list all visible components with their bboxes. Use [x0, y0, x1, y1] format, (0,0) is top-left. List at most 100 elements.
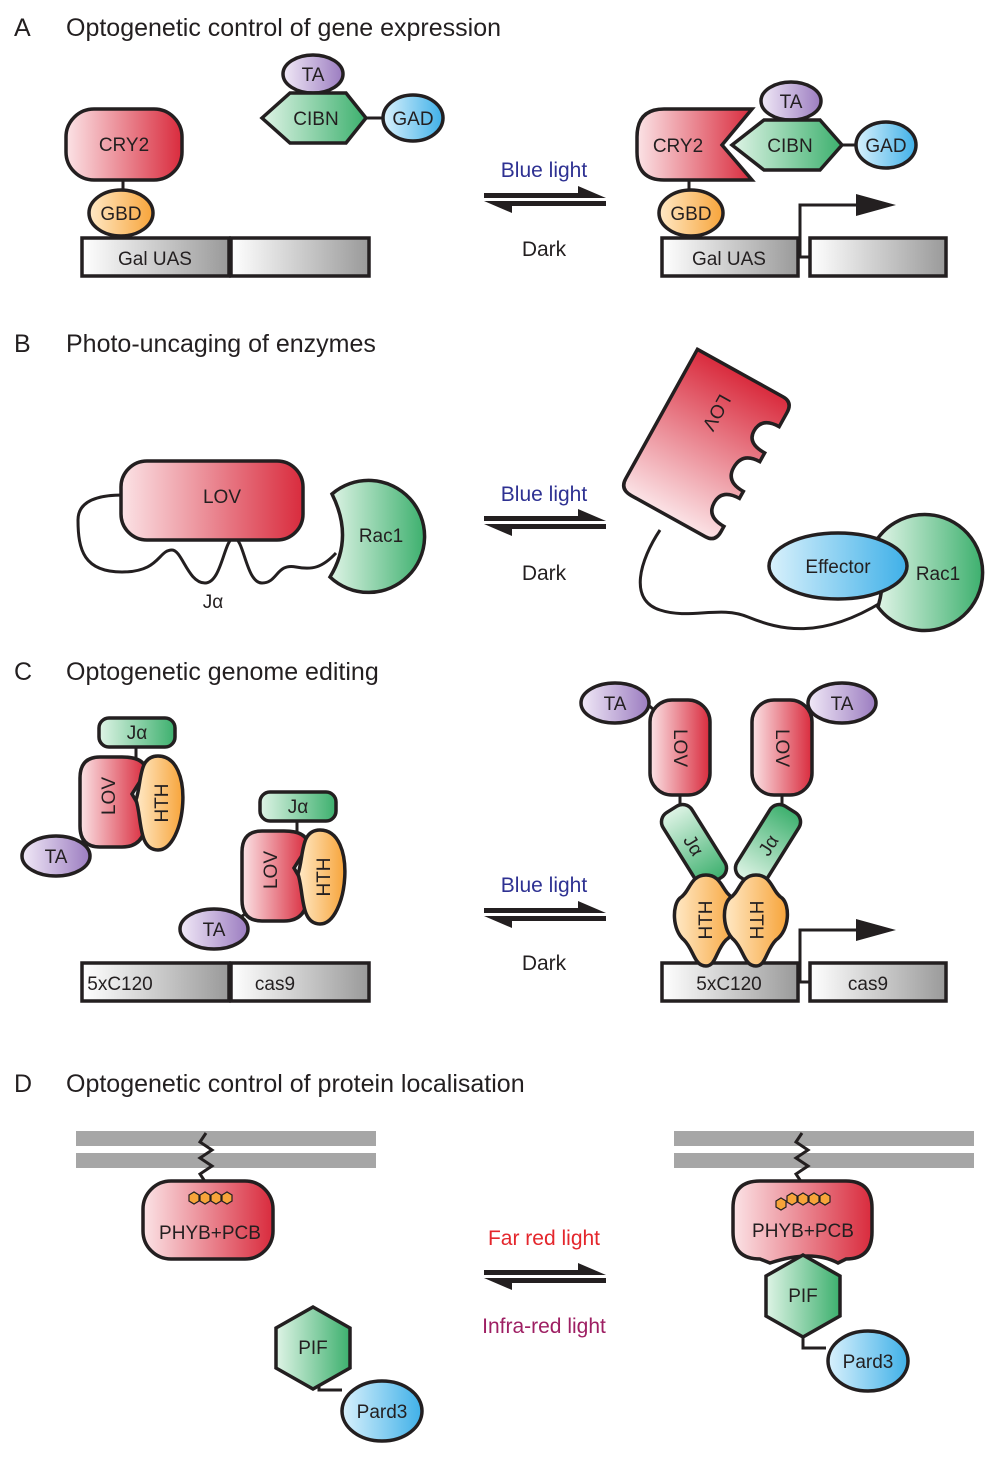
gene-box — [229, 961, 371, 1003]
panel-c-complex-1: Jα LOV HTH TA — [20, 716, 185, 878]
panel-d-title: Optogenetic control of protein localisat… — [66, 1070, 525, 1098]
rac1-label: Rac1 — [359, 526, 403, 547]
lov-label: LOV — [203, 487, 241, 508]
gad-label: GAD — [865, 136, 906, 157]
transcription-start-arrow — [798, 928, 860, 981]
pif-domain — [274, 1304, 352, 1392]
panel-b: B Photo-uncaging of enzymes LOV Rac1 Jα … — [14, 330, 985, 633]
cry2-domain — [64, 107, 184, 182]
ta-label: TA — [203, 920, 226, 941]
phyb-label: PHYB+PCB — [752, 1221, 854, 1242]
panel-a-letter: A — [14, 14, 31, 42]
reverse-arrow — [484, 524, 606, 536]
jalpha-linker — [638, 529, 883, 631]
ta-label: TA — [831, 694, 854, 715]
gene-box — [808, 236, 948, 278]
panel-c: C Optogenetic genome editing Jα LOV HTH … — [14, 658, 948, 1003]
panel-c-letter: C — [14, 658, 32, 686]
hth-domain — [722, 873, 790, 968]
panel-a-title: Optogenetic control of gene expression — [66, 14, 501, 42]
pard3-domain — [826, 1329, 910, 1393]
ta-label: TA — [302, 65, 325, 86]
cibn-label: CIBN — [293, 109, 338, 130]
panel-a-equilibrium: Blue light Dark — [484, 159, 606, 261]
rac1-domain — [327, 478, 427, 595]
hth-label: HTH — [696, 900, 717, 939]
panel-b-equilibrium: Blue light Dark — [484, 483, 606, 585]
reverse-arrow — [484, 1278, 606, 1290]
gbd-domain — [87, 188, 155, 238]
jalpha-linker — [76, 493, 338, 585]
lov-domain — [119, 459, 305, 542]
pard3-label: Pard3 — [843, 1352, 894, 1373]
cry2-label: CRY2 — [99, 135, 149, 156]
panel-a-forward-label: Blue light — [501, 159, 588, 182]
rac1-label: Rac1 — [916, 564, 960, 585]
gal-uas-label: Gal UAS — [692, 249, 766, 270]
cibn-label: CIBN — [767, 136, 812, 157]
panel-c-equilibrium: Blue light Dark — [484, 874, 606, 975]
panel-c-complex-2: Jα LOV HTH TA — [178, 790, 347, 951]
hth-domain — [296, 828, 347, 926]
membrane-inner-leaflet — [76, 1153, 376, 1168]
phyb-label: PHYB+PCB — [159, 1223, 261, 1244]
ta-label: TA — [780, 92, 803, 113]
jalpha-domain — [97, 716, 177, 749]
pcb-chromophore — [775, 1192, 831, 1211]
panel-c-light-state: TA TA LOV LOV Jα Jα 5xC120 cas9 HTH — [579, 681, 948, 1003]
forward-arrow — [484, 509, 606, 521]
transcription-arrowhead — [856, 194, 896, 216]
panel-d-reverse-label: Infra-red light — [482, 1315, 606, 1338]
panel-a-light-state: Gal UAS GBD CRY2 TA CIBN GAD — [635, 80, 948, 278]
panel-c-dark-dna: 5xC120 cas9 — [80, 961, 371, 1003]
phyb-domain — [141, 1179, 275, 1261]
transcription-start-arrow — [798, 203, 860, 256]
lov-label: LOV — [771, 729, 792, 767]
membrane-anchor — [197, 1132, 215, 1184]
hth-label: HTH — [152, 783, 173, 822]
gal-uas-label: Gal UAS — [118, 249, 192, 270]
pif-label: PIF — [788, 1286, 818, 1307]
forward-arrow — [484, 1263, 606, 1275]
promoter-label: 5xC120 — [696, 974, 762, 995]
panel-d-letter: D — [14, 1070, 32, 1098]
gene-label: cas9 — [848, 974, 888, 995]
jalpha-domain — [258, 790, 338, 823]
ta-domain — [20, 834, 92, 878]
gad-domain — [854, 120, 918, 170]
panel-b-reverse-label: Dark — [522, 562, 567, 585]
ta-domain — [178, 907, 250, 951]
pcb-chromophore — [188, 1191, 233, 1205]
pif-domain — [764, 1252, 842, 1340]
panel-d-forward-label: Far red light — [488, 1227, 600, 1250]
lov-domain — [648, 698, 712, 797]
ta-domain — [579, 681, 651, 725]
pif-label: PIF — [298, 1338, 328, 1359]
pard3-label: Pard3 — [357, 1402, 408, 1423]
panel-c-reverse-label: Dark — [522, 952, 567, 975]
jalpha-label: Jα — [127, 723, 148, 744]
ta-label: TA — [604, 694, 627, 715]
rac1-domain — [876, 512, 985, 633]
panel-c-forward-label: Blue light — [501, 874, 588, 897]
gbd-domain — [657, 188, 725, 238]
promoter-label: 5xC120 — [87, 974, 153, 995]
phyb-domain — [731, 1179, 874, 1265]
gene-box — [229, 236, 371, 278]
gad-domain — [381, 93, 445, 143]
panel-d: D Optogenetic control of protein localis… — [14, 1070, 974, 1443]
gbd-label: GBD — [100, 204, 141, 225]
hth-label: HTH — [314, 857, 335, 896]
ta-domain — [806, 681, 878, 725]
promoter-box — [80, 961, 231, 1003]
pard3-domain — [340, 1379, 424, 1443]
panel-b-letter: B — [14, 330, 31, 358]
gbd-label: GBD — [670, 204, 711, 225]
membrane-outer-leaflet — [76, 1131, 376, 1146]
forward-arrow — [484, 901, 606, 913]
panel-b-forward-label: Blue light — [501, 483, 588, 506]
cry2-domain — [635, 107, 756, 182]
panel-d-equilibrium: Far red light Infra-red light — [482, 1227, 606, 1338]
effector-label: Effector — [805, 557, 871, 578]
